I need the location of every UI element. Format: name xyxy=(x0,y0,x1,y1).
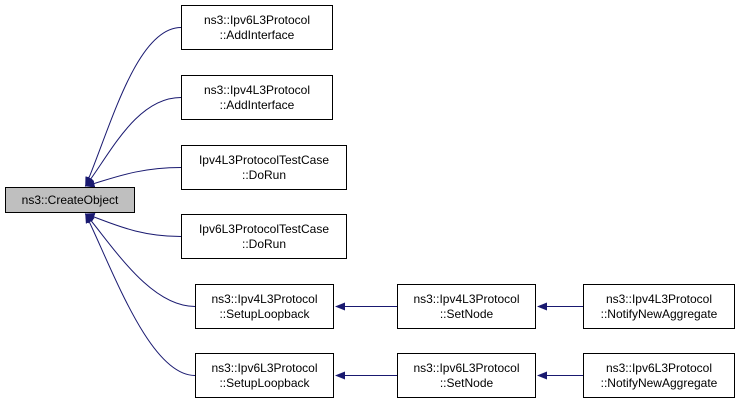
edge-ipv4-setuploopback-to-create-object xyxy=(84,213,196,307)
node-label-line-1: ns3::Ipv6L3Protocol xyxy=(211,360,318,375)
node-label-line-1: Ipv4L3ProtocolTestCase xyxy=(198,152,330,167)
node-label-line-2: ::DoRun xyxy=(241,236,287,251)
edge-ipv6-setuploopback-to-create-object xyxy=(85,213,196,376)
node-ipv4-setuploopback[interactable]: ns3::Ipv4L3Protocol ::SetupLoopback xyxy=(195,284,334,329)
node-label-line-1: ns3::Ipv6L3Protocol xyxy=(203,12,311,27)
node-ipv6-notifynewaggregate[interactable]: ns3::Ipv6L3Protocol ::NotifyNewAggregate xyxy=(583,353,735,398)
node-ipv6-testcase-dorun[interactable]: Ipv6L3ProtocolTestCase ::DoRun xyxy=(181,214,347,259)
edge-ipv6-addinterface-to-create-object xyxy=(85,27,182,187)
node-ipv4-setnode[interactable]: ns3::Ipv4L3Protocol ::SetNode xyxy=(397,284,536,329)
node-label-line-1: ns3::Ipv4L3Protocol xyxy=(203,82,311,97)
node-label-line-2: ::SetupLoopback xyxy=(219,306,310,321)
node-label-line-2: ::SetNode xyxy=(439,375,494,390)
edge-ipv4-testcase-dorun-to-create-object xyxy=(84,167,182,188)
node-label-line-1: Ipv6L3ProtocolTestCase xyxy=(198,221,330,236)
node-create-object: ns3::CreateObject xyxy=(5,187,135,213)
node-label-line-1: ns3::Ipv4L3Protocol xyxy=(605,291,713,306)
node-label-line-1: ns3::Ipv6L3Protocol xyxy=(413,360,520,375)
node-label-line-2: ::DoRun xyxy=(241,167,287,182)
edge-ipv4-addinterface-to-create-object xyxy=(84,97,182,187)
edge-ipv6-testcase-dorun-to-create-object xyxy=(84,213,182,237)
node-label-line-2: ::NotifyNewAggregate xyxy=(600,306,718,321)
node-ipv6-setnode[interactable]: ns3::Ipv6L3Protocol ::SetNode xyxy=(397,353,536,398)
node-ipv6-setuploopback[interactable]: ns3::Ipv6L3Protocol ::SetupLoopback xyxy=(195,353,334,398)
node-label: ns3::CreateObject xyxy=(21,192,119,207)
node-label-line-2: ::AddInterface xyxy=(219,97,295,112)
node-label-line-2: ::SetNode xyxy=(439,306,494,321)
node-label-line-1: ns3::Ipv4L3Protocol xyxy=(211,291,318,306)
node-label-line-2: ::AddInterface xyxy=(219,27,295,42)
node-ipv4-addinterface[interactable]: ns3::Ipv4L3Protocol ::AddInterface xyxy=(181,75,333,120)
node-ipv6-addinterface[interactable]: ns3::Ipv6L3Protocol ::AddInterface xyxy=(181,5,333,50)
node-label-line-1: ns3::Ipv6L3Protocol xyxy=(605,360,713,375)
node-label-line-1: ns3::Ipv4L3Protocol xyxy=(413,291,520,306)
node-label-line-2: ::NotifyNewAggregate xyxy=(600,375,718,390)
node-ipv4-testcase-dorun[interactable]: Ipv4L3ProtocolTestCase ::DoRun xyxy=(181,145,347,190)
node-label-line-2: ::SetupLoopback xyxy=(219,375,310,390)
node-ipv4-notifynewaggregate[interactable]: ns3::Ipv4L3Protocol ::NotifyNewAggregate xyxy=(583,284,735,329)
